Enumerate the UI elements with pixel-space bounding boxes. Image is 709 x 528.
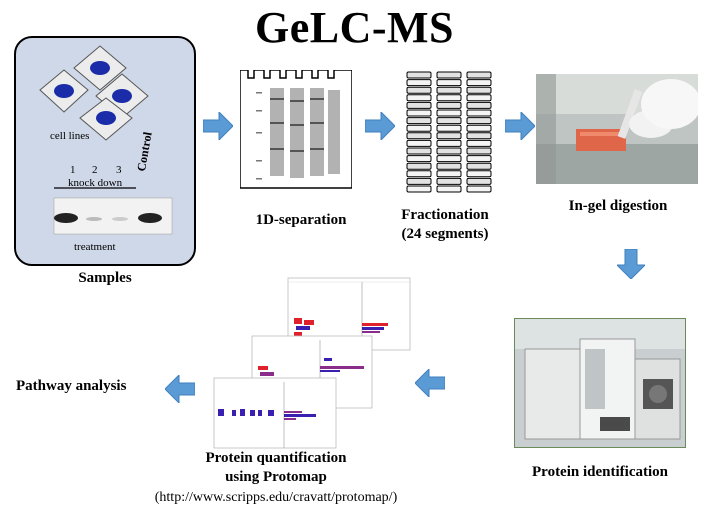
arrow-left-1 [415,369,445,397]
gel-segment [466,147,492,155]
mass-spectrometer-photo [514,318,686,448]
gel-segment [406,132,432,140]
digestion-label: In-gel digestion [568,198,668,214]
gel-segment [406,124,432,132]
gel-segment [436,147,462,155]
gel-segment [466,94,492,102]
gel-segment [436,94,462,102]
gel-segment [436,117,462,125]
gel-segment [406,162,432,170]
quantification-label-line2: using Protomap [225,469,327,485]
samples-caption: Samples [78,270,132,286]
arrow-left-2 [165,375,195,403]
cell-line-dishes [39,45,149,141]
gel-segment [466,124,492,132]
gel-segment [436,124,462,132]
lane-number-1: 1 [70,164,76,176]
gel-segment [406,79,432,87]
gel-segment [436,79,462,87]
gel-segment [436,139,462,147]
gel-segment [406,185,432,193]
gel-segment [406,71,432,79]
western-blot [53,187,173,235]
samples-illustration [39,45,173,235]
gel-segment [436,71,462,79]
samples-panel: cell lines 1 2 3 knock down Control trea… [14,36,196,266]
pathway-label: Pathway analysis [16,378,127,394]
gel-segment [406,177,432,185]
gel-segment [406,147,432,155]
arrow-right-2 [365,112,395,140]
gel-segment [436,101,462,109]
gel-segment [436,170,462,178]
in-gel-digestion-photo [536,74,698,184]
lane-number-2: 2 [92,164,98,176]
gel-segment [466,162,492,170]
protomap-url: (http://www.scripps.edu/cravatt/protomap… [154,490,398,505]
gel-segment [406,86,432,94]
gel-segment [406,109,432,117]
gel-segment [466,155,492,163]
gel-segment [466,109,492,117]
gel-segment [466,139,492,147]
knock-down-label: knock down [68,177,123,189]
gel-segment [436,177,462,185]
gel-segment [406,170,432,178]
protomap-plots [212,268,422,455]
fractionation-image [405,70,495,199]
gel-segment [466,177,492,185]
gel-segment [436,86,462,94]
gel-segment [436,162,462,170]
gel-segment [406,101,432,109]
arrow-right-1 [203,112,233,140]
quantification-label-line1: Protein quantification [205,450,347,466]
arrow-right-3 [505,112,535,140]
gel-segment [466,132,492,140]
gel-segment [436,155,462,163]
lane-number-3: 3 [116,164,122,176]
gel-segment [406,117,432,125]
gel-segment [466,79,492,87]
gel-segment [406,155,432,163]
identification-label: Protein identification [532,464,668,480]
gel-segment [466,101,492,109]
cell-lines-label: cell lines [50,130,90,142]
gel-segment [466,71,492,79]
gel-segment [466,86,492,94]
gel-segment [466,170,492,178]
gel-segment [466,117,492,125]
protomap-panel-front [213,377,337,449]
separation-label: 1D-separation [255,212,347,228]
1d-gel-image [239,69,353,195]
gel-segment [406,94,432,102]
treatment-label: treatment [74,241,116,253]
fractionation-label-line2: (24 segments) [401,226,489,242]
fractionation-label-line1: Fractionation [401,207,489,223]
gel-segment [436,132,462,140]
gel-segment [436,109,462,117]
gel-segment [406,139,432,147]
gel-segment [436,185,462,193]
gel-segment [466,185,492,193]
diagram-title: GeLC-MS [254,3,455,52]
arrow-down [617,249,645,279]
